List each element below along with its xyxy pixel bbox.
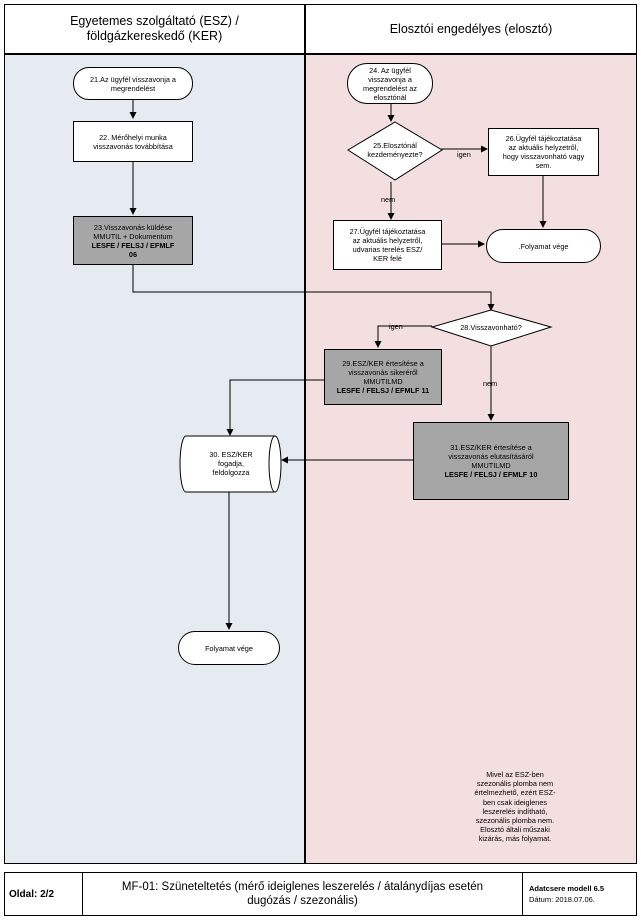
step-28: 28.Visszavonható? (445, 318, 537, 336)
step-26-text: 26.Ügyfél tájékoztatása az aktuális hely… (502, 134, 585, 170)
lane-header-esz-ker: Egyetemes szolgáltató (ESZ) / földgázker… (4, 4, 305, 54)
step-29-code: LESFE / FELSJ / EFMLF 11 (336, 386, 430, 395)
arrow-23-28 (132, 265, 495, 311)
step-28-text: 28.Visszavonható? (460, 322, 522, 332)
step-25: 25.Elosztónál kezdeményezte? (355, 136, 435, 164)
step-22: 22. Mérőhelyi munka visszavonás továbbít… (73, 121, 193, 162)
terminator-30-edge (268, 435, 276, 493)
end-2-text: Folyamat vége (205, 643, 253, 653)
step-21: 21.Az ügyfél visszavonja a megrendelést (73, 67, 193, 100)
process-note: Mivel az ESZ-ben szezonális plomba nem é… (474, 770, 556, 844)
step-23-code: LESFE / FELSJ / EFMLF 06 (91, 240, 175, 259)
step-27: 27.Ügyfél tájékoztatása az aktuális hely… (333, 220, 442, 270)
step-31-code: LESFE / FELSJ / EFMLF 10 (444, 470, 538, 479)
decision-28 (430, 309, 553, 347)
lane-header-esz-ker-text: Egyetemes szolgáltató (ESZ) / földgázker… (70, 14, 239, 43)
step-24: 24. Az ügyfél visszavonja a megrendelést… (347, 63, 433, 104)
step-21-text: 21.Az ügyfél visszavonja a megrendelést (90, 74, 176, 93)
step-23: 23.Visszavonás küldése MMUTIL + Dokument… (73, 216, 193, 265)
lane-header-elosztó: Elosztói engedélyes (elosztó) (305, 4, 637, 54)
step-25-text: 25.Elosztónál kezdeményezte? (367, 141, 423, 159)
step-22-text: 22. Mérőhelyi munka visszavonás továbbít… (93, 132, 173, 151)
lane-header-elosztó-text: Elosztói engedélyes (elosztó) (389, 21, 553, 36)
label-igen-28: igen (389, 322, 403, 331)
footer-date: Dátum: 2018.07.06. (529, 895, 595, 904)
step-24-text: 24. Az ügyfél visszavonja a megrendelést… (363, 65, 417, 102)
step-29-text: 29.ESZ/KER értesítése a visszavonás sike… (342, 359, 424, 386)
step-23-text: 23.Visszavonás küldése MMUTIL + Dokument… (93, 222, 173, 241)
decision-25 (347, 121, 443, 181)
label-igen-25: igen (457, 150, 471, 159)
arrow-29-30 (226, 379, 324, 436)
step-27-text: 27.Ügyfél tájékoztatása az aktuális hely… (349, 227, 426, 263)
arrow-28-29 (374, 325, 432, 348)
footer: Oldal: 2/2 MF-01: Szüneteltetés (mérő id… (4, 872, 637, 916)
end-2: Folyamat vége (178, 631, 280, 665)
footer-meta: Adatcsere modell 6.5 Dátum: 2018.07.06. (523, 873, 637, 915)
label-nem-28: nem (483, 379, 498, 388)
footer-model: Adatcsere modell 6.5 (529, 884, 605, 893)
step-31: 31.ESZ/KER értesítése a visszavonás elut… (413, 422, 569, 500)
footer-process-title: MF-01: Szüneteltetés (mérő ideiglenes le… (83, 873, 523, 915)
end-1-text: .Folyamat vége (518, 241, 569, 251)
label-nem-25: nem (381, 195, 396, 204)
footer-page-number: Oldal: 2/2 (5, 873, 83, 915)
step-31-text: 31.ESZ/KER értesítése a visszavonás elut… (448, 443, 534, 470)
step-30: 30. ESZ/KER fogadja, feldolgozza (190, 440, 272, 486)
step-30-text: 30. ESZ/KER fogadja, feldolgozza (209, 449, 253, 477)
step-26: 26.Ügyfél tájékoztatása az aktuális hely… (488, 128, 599, 176)
step-29: 29.ESZ/KER értesítése a visszavonás sike… (324, 349, 442, 405)
end-1: .Folyamat vége (486, 229, 601, 263)
